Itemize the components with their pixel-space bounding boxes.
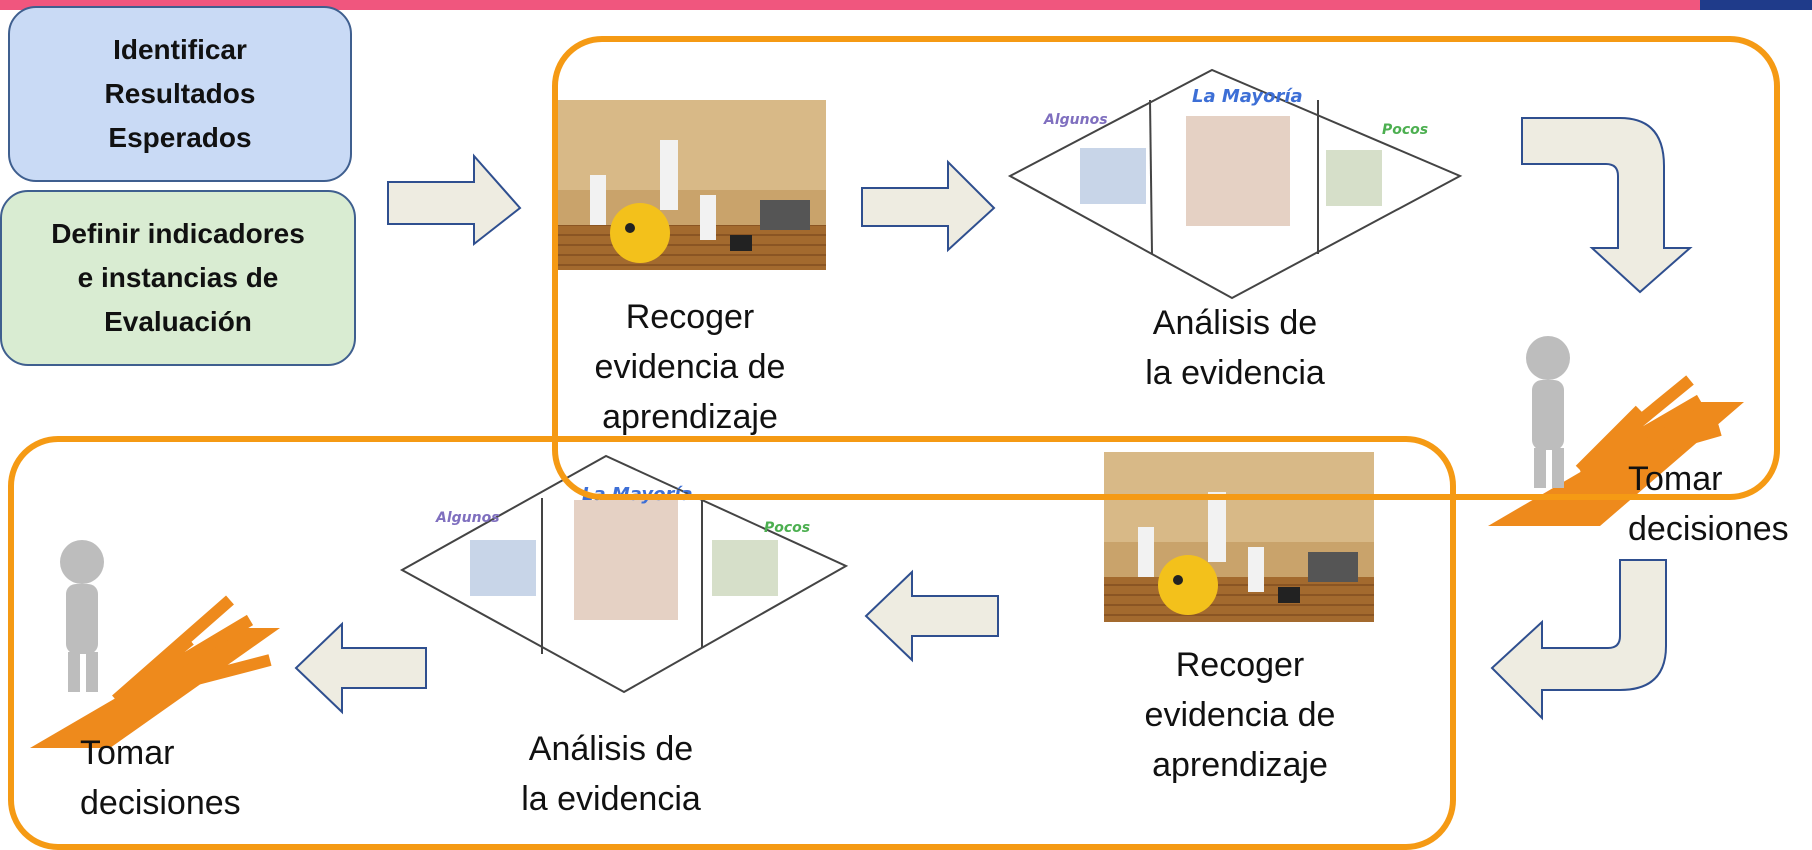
diamond-bottom-left-label: Algunos <box>435 510 500 526</box>
identify-results-box: Identificar Resultados Esperados <box>8 6 352 182</box>
curved-arrow-down-left <box>1490 559 1667 721</box>
diamond-bottom-right-label: Pocos <box>764 520 810 536</box>
evidence-photo-top <box>556 100 826 270</box>
evidence-photo-bottom <box>1104 452 1374 622</box>
analysis-label-top: Análisis de la evidencia <box>1145 304 1325 392</box>
collect-evidence-label-top: Recoger evidencia de aprendizaje <box>594 298 786 436</box>
analysis-diamond-bottom <box>399 454 849 694</box>
decisions-label-left: Tomar decisiones <box>80 734 241 822</box>
diamond-bottom-center-label: La Mayoría <box>582 484 693 505</box>
top-accent-bar <box>0 0 1812 10</box>
diamond-top-left-label: Algunos <box>1043 112 1108 128</box>
define-indicators-label: Definir indicadores e instancias de Eval… <box>51 218 305 337</box>
define-indicators-box: Definir indicadores e instancias de Eval… <box>0 190 356 366</box>
diamond-top-center-label: La Mayoría <box>1192 86 1303 107</box>
left-arrow-1 <box>864 569 999 663</box>
curved-arrow-down-1 <box>1521 117 1693 294</box>
corner-logo <box>1700 0 1812 10</box>
analysis-diamond-top <box>1007 68 1463 300</box>
decision-figure-left <box>30 540 280 748</box>
right-arrow-2 <box>861 159 996 253</box>
analysis-label-bottom: Análisis de la evidencia <box>521 730 701 818</box>
right-arrow-1 <box>387 153 522 247</box>
diamond-top-right-label: Pocos <box>1382 122 1428 138</box>
identify-results-label: Identificar Resultados Esperados <box>104 34 256 153</box>
left-arrow-2 <box>294 621 427 715</box>
collect-evidence-label-bottom: Recoger evidencia de aprendizaje <box>1144 646 1336 784</box>
decisions-label-right: Tomar decisiones <box>1628 460 1789 548</box>
